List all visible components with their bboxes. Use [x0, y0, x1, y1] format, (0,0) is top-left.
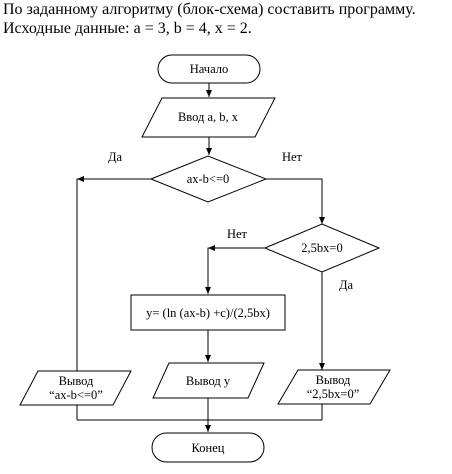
formula-process [130, 294, 286, 331]
start-label: Начало [190, 62, 229, 76]
output-1-parallelogram [19, 370, 132, 406]
formula-label: y= (ln (ax-b) +c)/(2,5bx) [146, 306, 270, 320]
decision-1-yes-label: Да [108, 150, 123, 164]
output-2-label: Вывод y [186, 374, 231, 388]
output-1-label-line1: Вывод [59, 374, 94, 388]
end-label: Конец [192, 441, 225, 455]
task-line-1: По заданному алгоритму (блок-схема) сост… [3, 1, 416, 18]
decision-1-diamond [149, 155, 268, 203]
output-1-label-line2: “ax-b<=0” [49, 388, 103, 402]
connector-cond1-no [266, 178, 325, 224]
input-parallelogram [141, 97, 276, 138]
decision-2-yes-label: Да [339, 278, 354, 292]
decision-2-diamond [263, 223, 381, 273]
connector-cond1-yes [76, 178, 151, 372]
decision-2-no-label: Нет [227, 227, 248, 241]
output-2-parallelogram [152, 362, 265, 399]
decision-1-label: ax-b<=0 [187, 172, 230, 186]
output-3-label-line2: “2,5bx=0” [307, 387, 360, 401]
output-3-parallelogram [277, 369, 391, 405]
task-line-2: Исходные данные: a = 3, b = 4, x = 2. [3, 20, 252, 37]
output-3-label-line1: Вывод [316, 373, 351, 387]
task-statement: По заданному алгоритму (блок-схема) сост… [3, 0, 449, 38]
connector-cond2-no [205, 247, 265, 294]
decision-2-label: 2,5bx=0 [301, 241, 342, 255]
start-terminator [157, 54, 261, 84]
input-label: Ввод a, b, x [178, 110, 239, 124]
end-terminator [151, 432, 265, 463]
decision-1-no-label: Нет [282, 150, 303, 164]
